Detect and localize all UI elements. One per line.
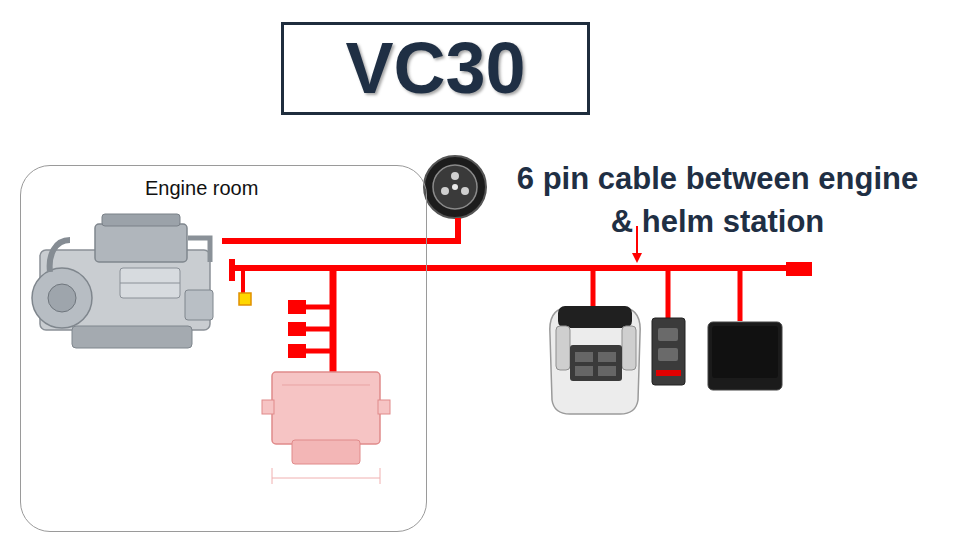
throttle-button xyxy=(598,352,616,362)
gauge-hole xyxy=(461,187,469,195)
cylinder-head xyxy=(102,214,180,226)
sensor-symbol xyxy=(239,293,251,305)
ecu-connector xyxy=(292,440,360,464)
throttle-panel xyxy=(570,345,622,381)
ecu-tab xyxy=(378,400,390,414)
gauge-hole xyxy=(441,187,449,195)
engine-detail xyxy=(185,290,213,320)
connector-symbol xyxy=(288,322,306,336)
gauge-body xyxy=(424,156,486,218)
engine-top xyxy=(95,224,187,262)
engine-room-box: Engine room xyxy=(20,165,427,532)
engine-detail xyxy=(120,268,180,298)
gauge-hole xyxy=(451,172,459,180)
gauge-wire xyxy=(222,218,458,241)
ecu-tab xyxy=(262,400,274,414)
throttle-handle xyxy=(558,306,632,328)
throttle-button xyxy=(575,352,593,362)
wiring xyxy=(222,218,790,374)
throttle-illustration xyxy=(550,306,640,414)
display-body xyxy=(708,322,782,390)
display-screen xyxy=(712,326,778,378)
main-cable xyxy=(232,265,790,271)
gauge-illustration xyxy=(424,156,486,218)
title-text: VC30 xyxy=(284,25,587,112)
engine-illustration xyxy=(32,214,213,348)
display-illustration xyxy=(708,322,782,390)
dimension-line xyxy=(272,468,273,484)
cable-note: 6 pin cable between engine & helm statio… xyxy=(505,157,930,243)
engine-pipe xyxy=(50,240,70,272)
switch-indicator xyxy=(656,370,681,376)
engine-housing xyxy=(32,268,92,328)
throttle-lever xyxy=(556,326,570,370)
engine-pipe xyxy=(188,238,210,262)
title-box: VC30 xyxy=(281,22,590,115)
cable-end-plug xyxy=(786,262,812,276)
ecu-wire xyxy=(330,268,337,374)
throttle-lever xyxy=(622,326,636,370)
engine-sump xyxy=(72,326,192,348)
ecu-body xyxy=(272,372,380,444)
pointer-arrowhead xyxy=(632,253,642,263)
throttle-button xyxy=(598,366,616,376)
gauge-face xyxy=(433,165,477,209)
dimension-line xyxy=(380,468,381,484)
ecu-detail-line xyxy=(282,385,370,386)
connector-symbol xyxy=(288,344,306,358)
connector-symbol xyxy=(288,300,306,314)
engine-pulley xyxy=(48,284,76,312)
gauge-center xyxy=(452,184,458,190)
ecu-illustration xyxy=(262,372,390,484)
node-heading: Engine room xyxy=(145,177,258,200)
switch-button xyxy=(658,348,678,361)
switch-panel-illustration xyxy=(652,318,685,385)
connector-wire xyxy=(304,307,333,351)
dimension-line xyxy=(272,478,380,479)
cable-stub xyxy=(229,259,235,281)
sensor-wire xyxy=(241,268,245,294)
switch-button xyxy=(658,328,678,341)
throttle-button xyxy=(575,366,593,376)
engine-detail-line xyxy=(120,283,180,284)
switch-panel-body xyxy=(652,318,685,385)
